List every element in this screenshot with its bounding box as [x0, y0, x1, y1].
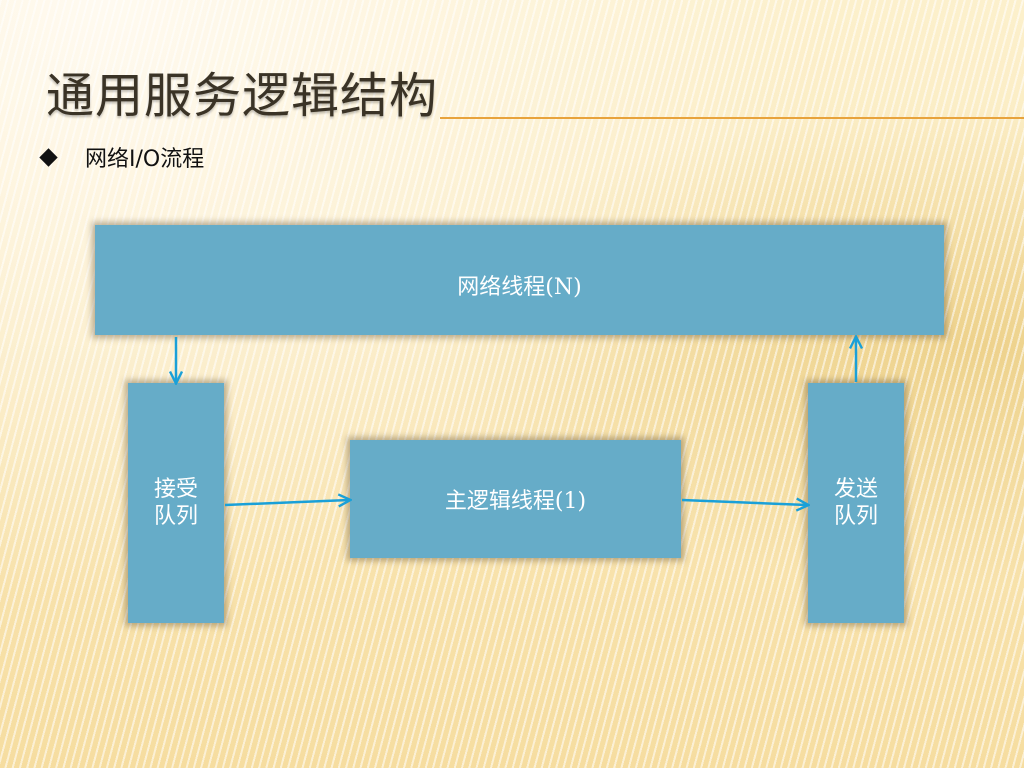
send-queue-label: 发送队列	[833, 477, 878, 529]
title-divider	[440, 117, 1024, 119]
receive-queue-box: 接受队列	[128, 383, 224, 623]
bullet-item: 网络I/O流程	[38, 141, 204, 173]
bullet-text: 网络I/O流程	[85, 147, 205, 172]
receive-queue-label: 接受队列	[153, 477, 198, 529]
arrow-receive-to-main	[224, 500, 349, 505]
slide-title: 通用服务逻辑结构	[46, 68, 439, 124]
main-logic-thread-label: 主逻辑线程(1)	[444, 489, 587, 514]
main-logic-thread-box: 主逻辑线程(1)	[350, 440, 681, 558]
network-thread-box: 网络线程(N)	[95, 225, 944, 335]
network-thread-label: 网络线程(N)	[457, 275, 582, 300]
arrow-main-to-send	[681, 500, 807, 505]
diamond-bullet-icon	[39, 147, 58, 167]
send-queue-box: 发送队列	[808, 383, 904, 623]
